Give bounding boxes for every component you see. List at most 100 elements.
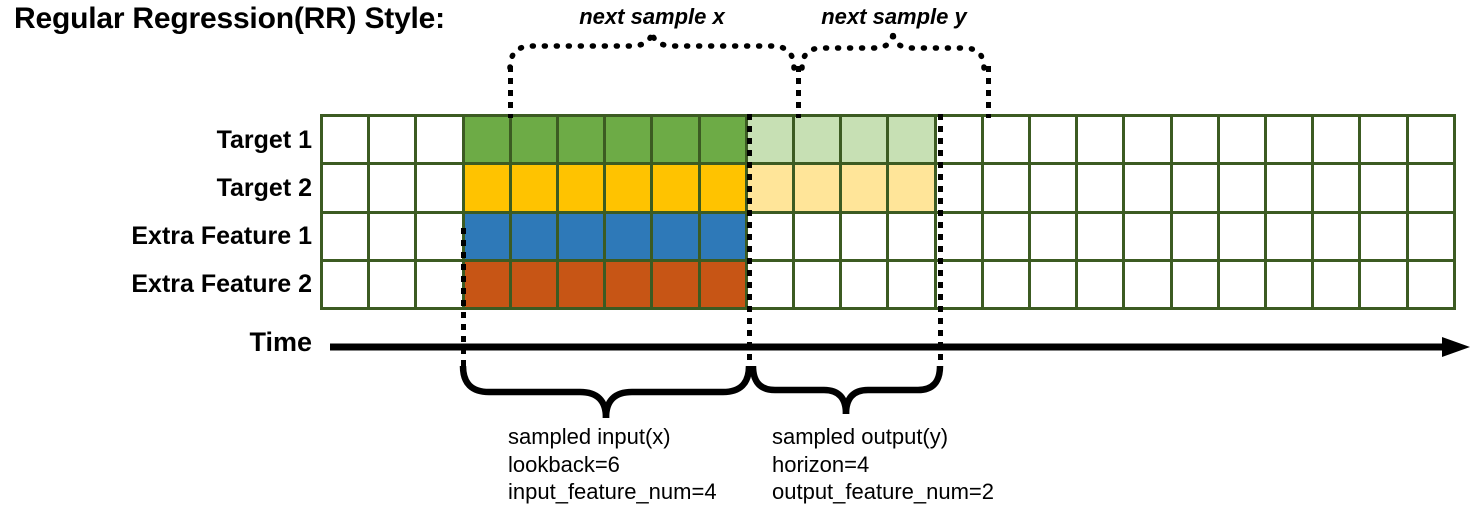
- cell-extra-feature-2-8: [700, 261, 745, 307]
- cell-target-2-20: [1267, 165, 1312, 211]
- cell-extra-feature-1-1: [370, 213, 415, 259]
- cell-extra-feature-1-7: [653, 213, 698, 259]
- cell-target-2-16: [1078, 165, 1123, 211]
- timeline-row-extra-feature-2: [323, 261, 1453, 307]
- page-title: Regular Regression(RR) Style:: [14, 2, 445, 35]
- cell-extra-feature-2-10: [795, 261, 840, 307]
- caption-sampled-input: sampled input(x) lookback=6 input_featur…: [508, 423, 717, 506]
- timeline-row-target-1: [323, 117, 1453, 163]
- cell-extra-feature-1-8: [700, 213, 745, 259]
- cell-extra-feature-1-11: [842, 213, 887, 259]
- cell-extra-feature-2-11: [842, 261, 887, 307]
- cell-target-1-20: [1267, 117, 1312, 163]
- cell-target-2-21: [1314, 165, 1359, 211]
- cell-target-1-4: [511, 117, 557, 163]
- cell-extra-feature-1-14: [983, 213, 1029, 259]
- cell-extra-feature-2-21: [1314, 261, 1359, 307]
- cell-target-1-9: [747, 117, 793, 163]
- cell-target-1-12: [889, 117, 934, 163]
- caption-sampled-output-line2: horizon=4: [772, 451, 870, 477]
- cell-extra-feature-2-7: [653, 261, 698, 307]
- cell-target-1-15: [1031, 117, 1076, 163]
- divider-output-end: [938, 114, 943, 366]
- caption-sampled-output-line3: output_feature_num=2: [772, 479, 995, 505]
- cell-target-2-10: [795, 165, 840, 211]
- cell-target-1-7: [653, 117, 698, 163]
- caption-sampled-input-line2: lookback=6: [508, 451, 620, 477]
- label-next-sample-x: next sample x: [579, 4, 725, 29]
- cell-extra-feature-1-17: [1125, 213, 1170, 259]
- cell-extra-feature-1-5: [559, 213, 604, 259]
- cell-target-2-3: [464, 165, 509, 211]
- brace-top-leg-left: [508, 66, 513, 118]
- cell-extra-feature-2-1: [370, 261, 415, 307]
- cell-target-2-15: [1031, 165, 1076, 211]
- cell-extra-feature-1-12: [889, 213, 934, 259]
- cell-extra-feature-1-3: [464, 213, 509, 259]
- cell-extra-feature-2-23: [1408, 261, 1453, 307]
- timeline-grid: [320, 114, 1456, 310]
- cell-extra-feature-1-18: [1172, 213, 1217, 259]
- row-label-extra-feature-2: Extra Feature 2: [131, 270, 312, 298]
- cell-target-1-21: [1314, 117, 1359, 163]
- cell-target-2-9: [747, 165, 793, 211]
- cell-extra-feature-2-12: [889, 261, 934, 307]
- cell-extra-feature-2-5: [559, 261, 604, 307]
- timeline-row-target-2: [323, 165, 1453, 211]
- cell-target-1-0: [323, 117, 368, 163]
- cell-target-1-18: [1172, 117, 1217, 163]
- row-label-extra-feature-1: Extra Feature 1: [131, 222, 312, 250]
- cell-extra-feature-1-2: [417, 213, 462, 259]
- cell-extra-feature-1-19: [1219, 213, 1265, 259]
- cell-target-2-18: [1172, 165, 1217, 211]
- cell-target-2-2: [417, 165, 462, 211]
- cell-extra-feature-2-17: [1125, 261, 1170, 307]
- cell-target-2-1: [370, 165, 415, 211]
- brace-sampled-input-left: [459, 365, 610, 419]
- cell-extra-feature-2-2: [417, 261, 462, 307]
- cell-target-2-17: [1125, 165, 1170, 211]
- cell-target-2-12: [889, 165, 934, 211]
- row-label-target-2: Target 2: [216, 174, 312, 202]
- divider-input-start: [461, 228, 466, 366]
- brace-top-leg-mid: [796, 66, 801, 118]
- cell-extra-feature-1-4: [511, 213, 557, 259]
- divider-input-end: [747, 114, 752, 366]
- cell-extra-feature-1-16: [1078, 213, 1123, 259]
- cell-extra-feature-2-0: [323, 261, 368, 307]
- caption-sampled-output-line1: sampled output(y): [772, 424, 949, 449]
- cell-extra-feature-2-15: [1031, 261, 1076, 307]
- cell-extra-feature-1-9: [747, 213, 793, 259]
- cell-target-1-13: [936, 117, 981, 163]
- cell-target-1-16: [1078, 117, 1123, 163]
- brace-next-sample-y-left: [799, 29, 896, 71]
- cell-extra-feature-2-19: [1219, 261, 1265, 307]
- cell-extra-feature-2-18: [1172, 261, 1217, 307]
- cell-target-1-2: [417, 117, 462, 163]
- cell-target-2-13: [936, 165, 981, 211]
- cell-extra-feature-2-20: [1267, 261, 1312, 307]
- cell-extra-feature-2-16: [1078, 261, 1123, 307]
- brace-next-sample-x-left: [507, 27, 655, 71]
- cell-extra-feature-1-10: [795, 213, 840, 259]
- caption-sampled-input-line1: sampled input(x): [508, 424, 671, 449]
- cell-extra-feature-2-3: [464, 261, 509, 307]
- cell-extra-feature-1-21: [1314, 213, 1359, 259]
- cell-target-2-11: [842, 165, 887, 211]
- cell-target-1-22: [1361, 117, 1406, 163]
- cell-extra-feature-1-23: [1408, 213, 1453, 259]
- cell-extra-feature-1-13: [936, 213, 981, 259]
- cell-target-2-5: [559, 165, 604, 211]
- row-label-column: Target 1 Target 2 Extra Feature 1 Extra …: [50, 118, 312, 308]
- cell-extra-feature-2-6: [606, 261, 651, 307]
- time-axis-arrow: [330, 337, 1470, 357]
- cell-target-2-4: [511, 165, 557, 211]
- cell-target-2-22: [1361, 165, 1406, 211]
- cell-extra-feature-2-13: [936, 261, 981, 307]
- cell-target-2-23: [1408, 165, 1453, 211]
- cell-target-2-19: [1219, 165, 1265, 211]
- caption-sampled-input-line3: input_feature_num=4: [508, 479, 717, 505]
- brace-next-sample-x-right: [649, 27, 797, 71]
- cell-extra-feature-1-6: [606, 213, 651, 259]
